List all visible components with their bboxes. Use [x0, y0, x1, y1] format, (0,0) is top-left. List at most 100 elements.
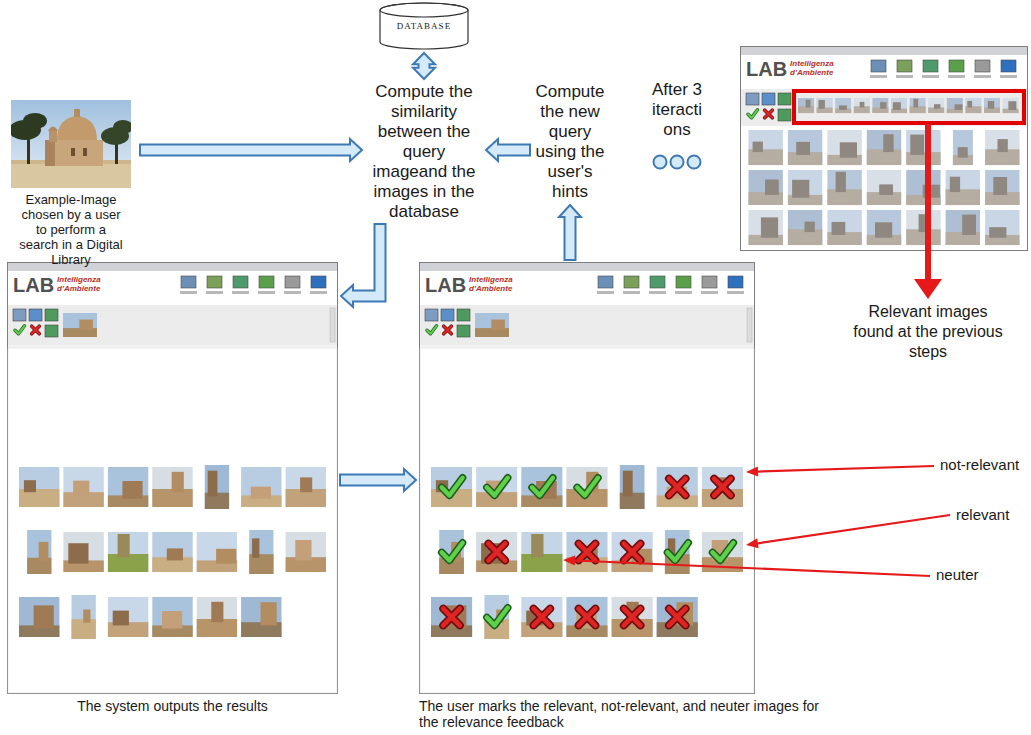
cross-mark	[765, 110, 773, 118]
check-mark	[577, 478, 598, 496]
cross-mark	[444, 326, 452, 334]
thumb-building	[832, 222, 846, 235]
thumb-sky	[249, 530, 273, 574]
church-dome	[57, 116, 97, 140]
menu-icon	[311, 276, 326, 288]
thumb-sky	[867, 210, 901, 245]
flow-arrow	[559, 205, 581, 261]
thumb-building	[796, 142, 810, 155]
thumb-sky	[439, 530, 464, 574]
toolbar	[8, 305, 337, 345]
thumb-sky	[152, 532, 192, 572]
cross-mark	[624, 609, 641, 626]
thumb-sky	[108, 597, 148, 637]
ellipsis-dot	[671, 156, 684, 169]
thumb-sky	[521, 467, 562, 507]
photo-ground	[11, 164, 131, 188]
result-area	[8, 348, 337, 693]
thumb-building	[913, 99, 918, 108]
thumb-sky	[286, 532, 326, 572]
thumb-building	[879, 184, 893, 195]
logo-subtitle: Intelligenza d'Ambiente	[57, 275, 119, 293]
window-frame	[741, 47, 1028, 251]
header-bar	[741, 55, 1027, 89]
thumb-building	[839, 105, 847, 110]
thumb-building	[208, 471, 218, 497]
photo-sky	[11, 100, 131, 188]
thumb-building	[836, 172, 846, 192]
logo-text: LAB	[746, 58, 787, 80]
menu-caption-bar	[701, 291, 718, 294]
logo-subtitle: Intelligenza d'Ambiente	[469, 275, 531, 293]
logo-text: LAB	[13, 274, 54, 296]
menu-icon	[923, 60, 938, 72]
thumb-sky	[566, 532, 607, 572]
thumb-building	[167, 548, 183, 560]
example-image: Example-Image chosen by a user to perfor…	[4, 100, 138, 267]
thumb-building	[840, 142, 857, 157]
database-label: DATABASE	[378, 2, 470, 32]
thumb-building	[531, 534, 543, 557]
thumb-sky	[72, 595, 96, 639]
thumb-sky	[566, 467, 607, 507]
check-mark	[442, 478, 463, 496]
title-bar	[8, 263, 337, 271]
thumb-sky	[108, 467, 148, 507]
cross-mark	[765, 110, 773, 118]
thumb-sky	[867, 130, 901, 165]
screenshot-window: LABIntelligenza d'AmbienteThe user marks…	[419, 262, 755, 694]
thumb-building	[172, 472, 184, 492]
cylinder-top	[380, 3, 468, 17]
thumb-building	[761, 217, 778, 237]
thumb-sky	[63, 313, 97, 337]
result-area	[741, 126, 1027, 250]
thumb-building	[958, 147, 968, 158]
tool-icon	[778, 109, 791, 121]
thumb-sky	[749, 170, 783, 205]
menu-caption-bar	[310, 291, 327, 294]
thumb-building	[261, 602, 277, 625]
tree-crown	[23, 113, 47, 129]
thumb-sky	[788, 170, 822, 205]
cross-mark	[624, 544, 641, 561]
church-body	[45, 140, 103, 166]
menu-caption-bar	[1000, 75, 1017, 78]
arrow-fill	[566, 215, 575, 259]
thumb-building	[73, 481, 89, 496]
menu-caption-bar	[284, 291, 301, 294]
church-lantern	[74, 109, 80, 117]
toolbar	[741, 89, 1027, 129]
logo-group: LABIntelligenza d'Ambiente	[425, 274, 531, 296]
menu-caption-bar	[206, 291, 223, 294]
cross-mark	[534, 609, 551, 626]
tool-icon	[45, 309, 58, 321]
thumb-sky	[431, 597, 472, 637]
cross-mark	[488, 544, 505, 561]
thumb-building	[623, 471, 633, 497]
thumb-sky	[665, 530, 690, 574]
cross-mark	[534, 609, 551, 626]
process-text: Compute the new query using the user's h…	[532, 82, 608, 202]
thumb-building	[860, 102, 865, 108]
menu-icon	[975, 60, 990, 72]
tool-icon	[778, 93, 791, 105]
thumb-building	[967, 101, 972, 108]
thumb-sky	[985, 130, 1019, 165]
label-holder: Relevant images found at the previous st…	[853, 302, 1003, 362]
thumb-building	[919, 214, 929, 232]
check-mark	[532, 478, 553, 496]
tool-icon	[746, 93, 759, 105]
red-pointer-arrow	[925, 124, 931, 281]
check-mark	[427, 326, 437, 334]
menu-caption-bar	[649, 291, 666, 294]
tool-icon	[13, 309, 26, 321]
window-frame	[420, 263, 755, 694]
label-holder: relevant	[956, 506, 1009, 524]
window-frame	[8, 263, 338, 694]
thumb-building	[934, 104, 940, 109]
thumb-sky	[19, 597, 59, 637]
thumb-sky	[620, 465, 645, 509]
result-area	[420, 348, 754, 693]
check-mark	[442, 543, 463, 561]
